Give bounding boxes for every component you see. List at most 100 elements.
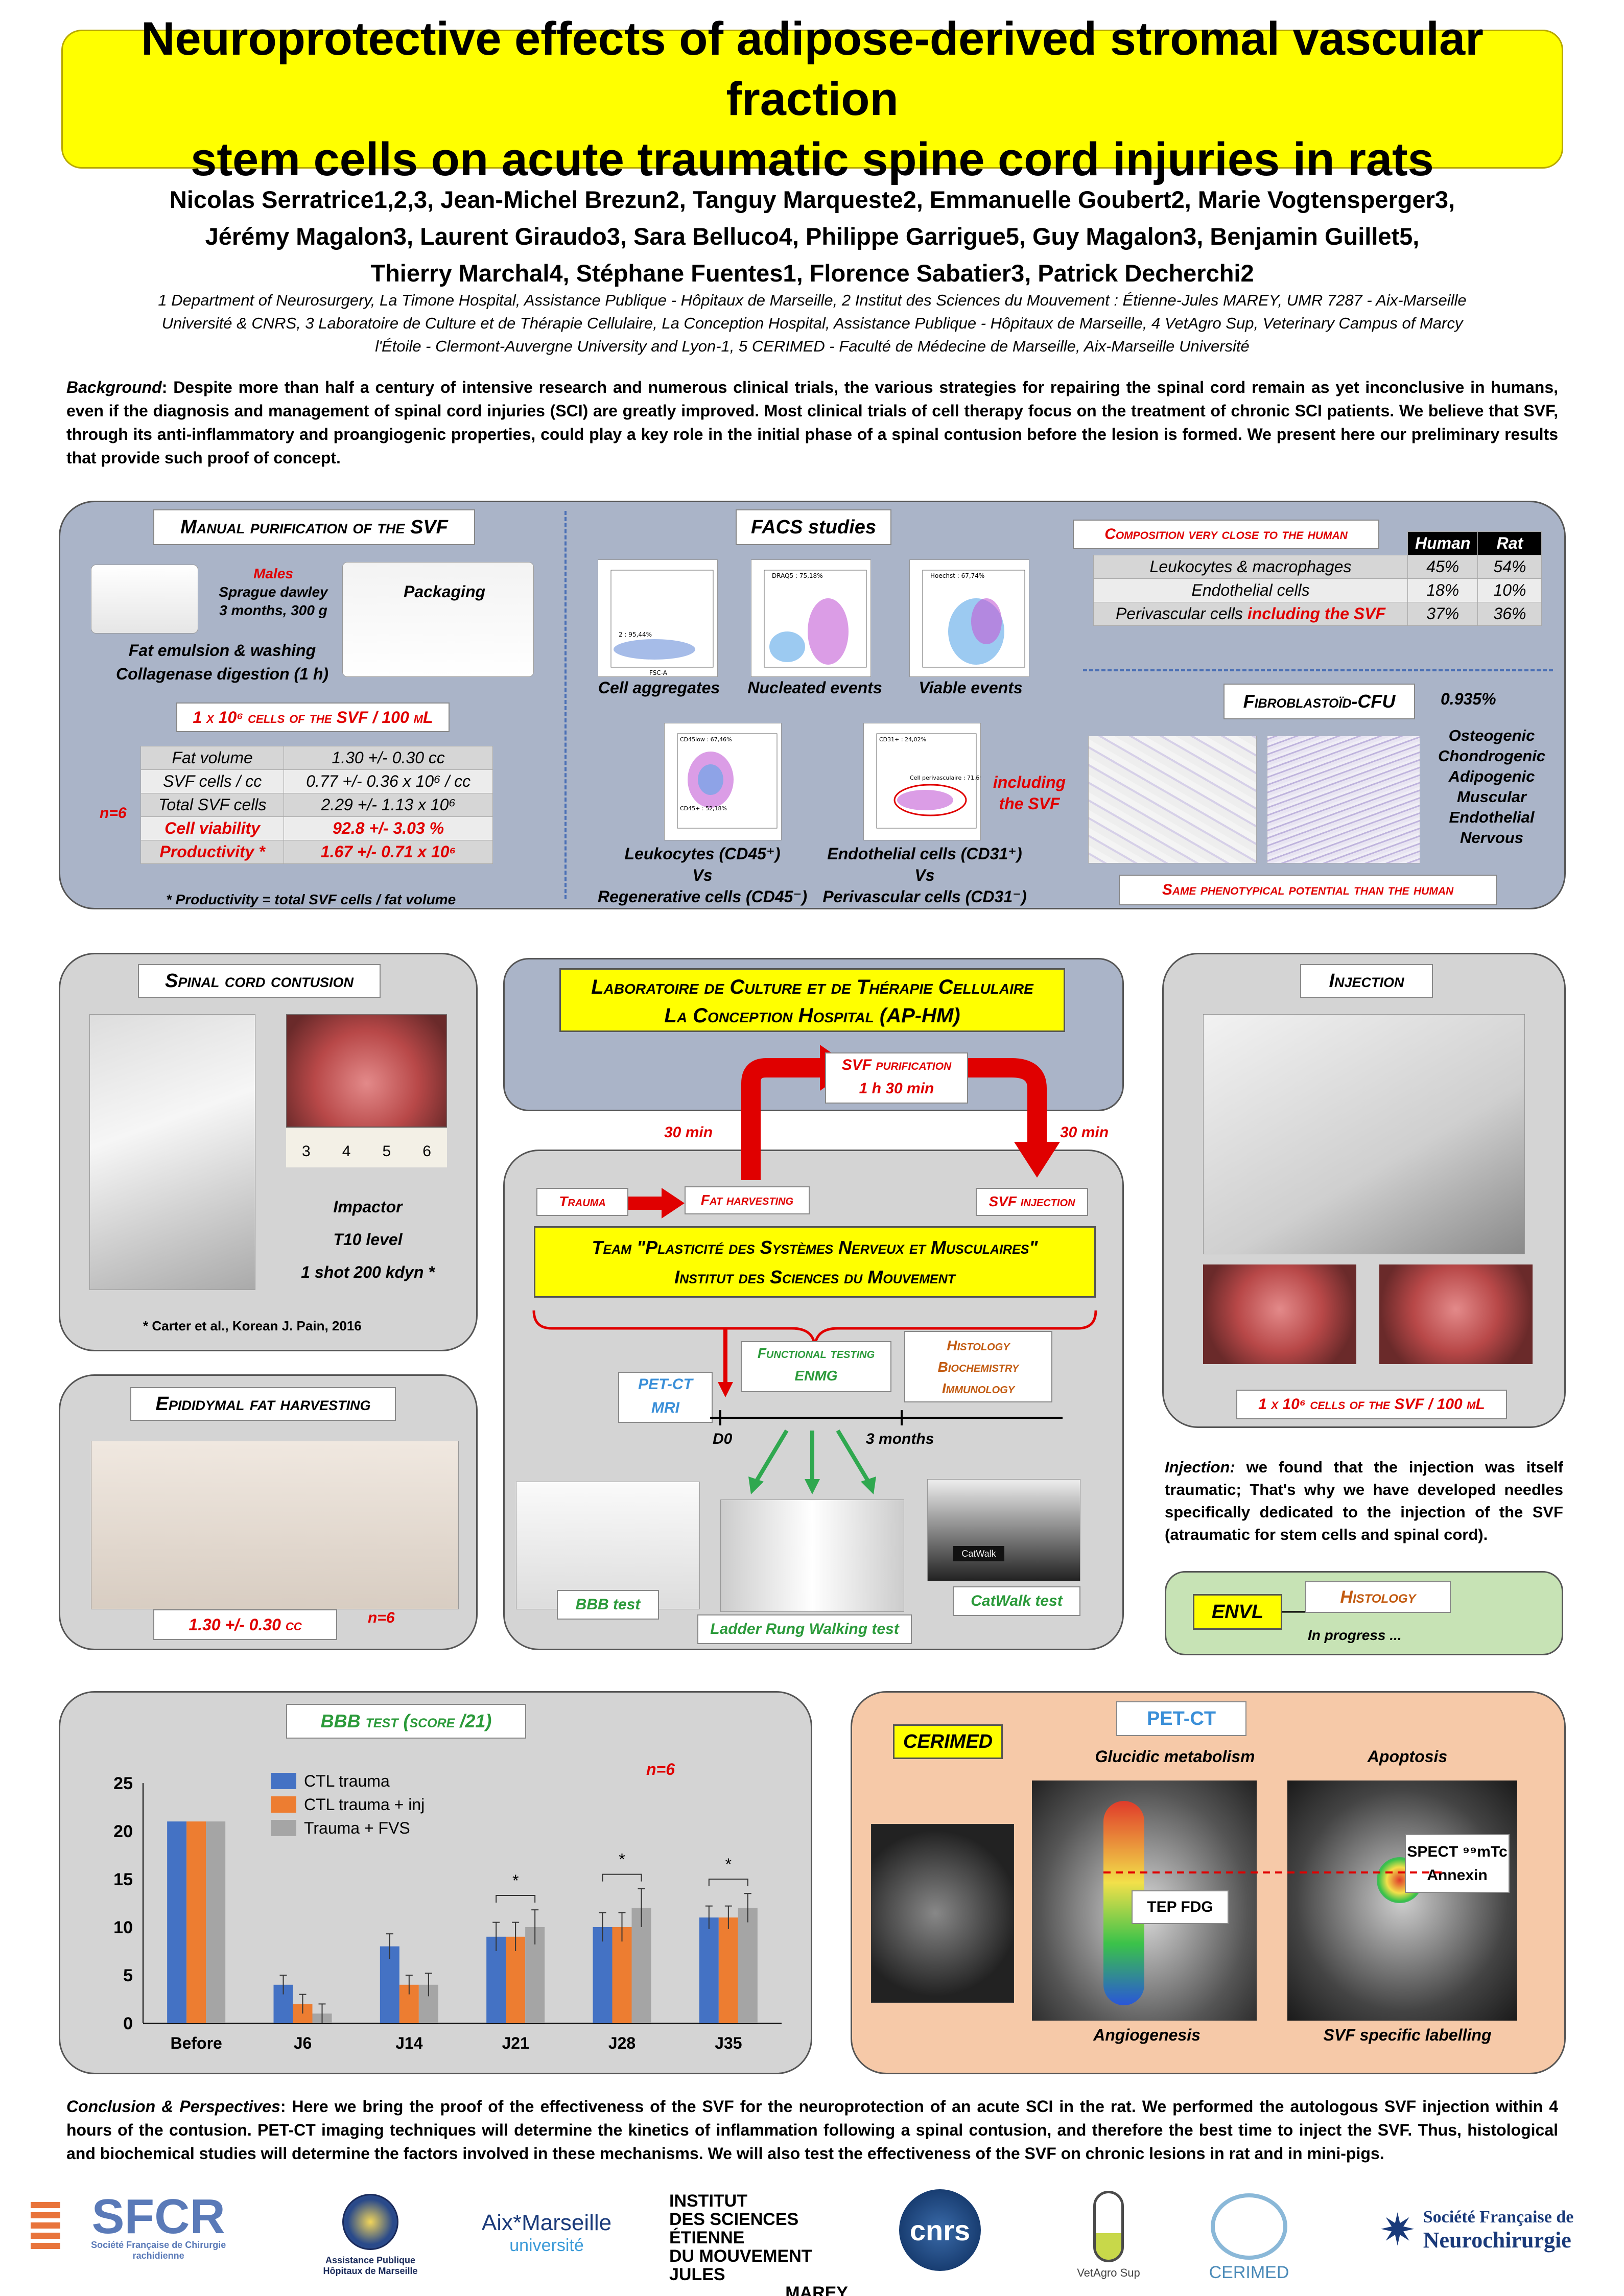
cerimed-label: CERIMED [893,1724,1003,1759]
bar [206,1821,226,2023]
bar [506,1936,526,2023]
lab-box: Laboratoire de Culture et de Thérapie Ce… [559,968,1065,1032]
facs-title: FACS studies [736,509,891,545]
manual-n: n=6 [100,805,127,822]
facs-plot-cd31: CD31+ : 24,02% Cell perivasculaire : 71,… [863,723,981,840]
aphm-seal-icon [342,2194,398,2250]
significance-bracket [496,1894,536,1903]
bar [593,1927,613,2023]
trauma-arrow [628,1188,685,1219]
background-paragraph: Background: Despite more than half a cen… [66,378,1558,467]
svg-text:2 : 95,44%: 2 : 95,44% [619,631,652,638]
envl-label: ENVL [1193,1594,1282,1630]
carter-reference: * Carter et al., Korean J. Pain, 2016 [143,1318,362,1333]
y-tick-label: 10 [113,1918,133,1937]
trauma-box: Trauma [536,1188,628,1216]
cfu-micrograph-2 [1267,736,1420,863]
injection-tissue-1 [1203,1264,1356,1364]
fat-harvesting-box: Fat harvesting [685,1186,810,1214]
time-30min-right: 30 min [1060,1124,1109,1141]
panel-divider-h [1083,669,1553,671]
significance-bracket [602,1873,642,1882]
x-tick-label: Before [170,2034,222,2052]
x-tick-label: J21 [502,2034,529,2052]
bar [699,1917,719,2023]
x-tick-label: J28 [608,2034,636,2052]
apoptosis-label: Apoptosis [1367,1747,1448,1766]
same-potential-label: Same phenotypical potential than the hum… [1119,875,1497,905]
svg-text:CD45low : 67,46%: CD45low : 67,46% [680,736,732,743]
aphm-logo: Assistance Publique Hôpitaux de Marseill… [312,2184,429,2286]
bbb-test-label: BBB test [557,1590,659,1620]
authors-line-1: Nicolas Serratrice1,2,3, Jean-Michel Bre… [169,186,1455,213]
epididymal-title: Epididymal fat harvesting [130,1387,396,1421]
ladder-test-label: Ladder Rung Walking test [697,1614,912,1644]
manual-purification-title: Manual purification of the SVF [153,509,475,545]
angiogenesis-label: Angiogenesis [1093,2026,1201,2044]
svg-text:Cell perivasculaire : 71,69%: Cell perivasculaire : 71,69% [910,775,981,781]
bar [167,1821,187,2023]
petct-title: PET-CT [1116,1701,1246,1736]
poster-title: Neuroprotective effects of adipose-deriv… [141,13,1484,185]
svg-text:DRAQ5 : 75,18%: DRAQ5 : 75,18% [772,572,823,579]
envl-progress: In progress ... [1308,1627,1402,1643]
svg-text:CD45+ : 52,18%: CD45+ : 52,18% [680,805,727,812]
chart-title: BBB test (score /21) [286,1704,526,1739]
conclusion-paragraph: Conclusion & Perspectives: Here we bring… [66,2097,1559,2163]
x-tick-label: J35 [715,2034,742,2052]
down-arrow-red [718,1328,733,1397]
bar [738,1908,758,2023]
legend-label: CTL trauma [304,1772,390,1790]
legend-label: CTL trauma + inj [304,1795,425,1814]
ladder-photo [720,1500,904,1612]
envl-histology-box: Histology [1305,1581,1451,1613]
svg-text:Hoechst : 67,74%: Hoechst : 67,74% [930,572,984,579]
x-tick-label: J14 [395,2034,423,2052]
panel-divider [564,511,567,899]
injection-photo [1203,1014,1525,1254]
sfn-logo: ✷ Société Française de Neurochirurgie [1379,2206,1574,2255]
bar [718,1917,738,2023]
facs-agg-caption: Cell aggregates [598,678,720,697]
sfcr-logo: SFCR Société Française de Chirurgie rach… [31,2192,250,2261]
fat-harvest-photo [91,1441,459,1609]
epididymal-n: n=6 [368,1609,395,1626]
legend-swatch [271,1796,296,1813]
y-tick-label: 25 [113,1774,133,1793]
facs-plot-aggregates: 2 : 95,44% FSC-A [598,559,718,677]
x-tick-label: J6 [294,2034,312,2052]
cfu-value: 0.935% [1441,690,1496,708]
cfu-title: Fibroblastoïd-CFU [1223,684,1415,719]
affiliations: 1 Department of Neurosurgery, La Timone … [158,291,1467,355]
bar [486,1936,506,2023]
injection-tissue-2 [1379,1264,1533,1364]
injection-note: Injection: we found that the injection w… [1165,1458,1563,1543]
y-tick-label: 15 [113,1870,133,1889]
bar [186,1821,206,2023]
y-tick-label: 5 [123,1966,133,1985]
composition-title: Composition very close to the human [1073,520,1379,549]
glucidic-label: Glucidic metabolism [1095,1747,1255,1766]
catwalk-test-label: CatWalk test [953,1586,1080,1616]
fat-volume-label: 1.30 +/- 0.30 cc [153,1609,337,1640]
impactor-photo [89,1014,255,1290]
facs-plot-cd45: CD45low : 67,46% CD45+ : 52,18% [664,723,782,840]
chart-n: n=6 [646,1760,675,1778]
contusion-title: Spinal cord contusion [138,964,381,998]
tep-fdg-label: TEP FDG [1132,1890,1229,1924]
vetagro-logo: VetAgro Sup [1052,2184,1165,2286]
rat-photo [91,565,198,634]
emulsion-steps: Fat emulsion & washing Collagenase diges… [115,641,329,683]
